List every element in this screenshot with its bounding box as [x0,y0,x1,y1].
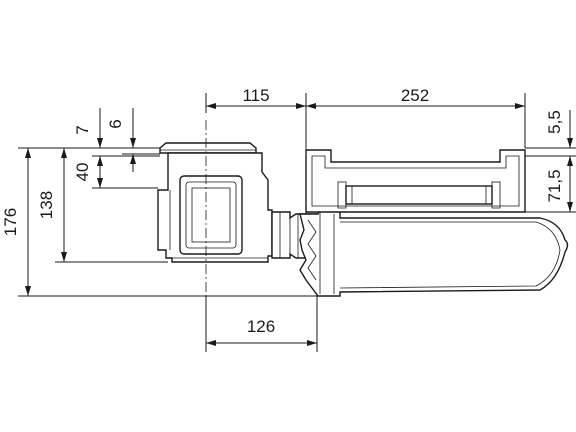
dim-label-71-5: 71,5 [545,169,564,202]
dimension-40: 40 [73,156,158,189]
dimension-6: 6 [106,108,160,172]
dimension-115: 115 [205,86,307,148]
dimension-176: 176 [1,147,318,297]
dim-label-176: 176 [1,208,20,236]
dim-label-138: 138 [37,191,56,219]
dim-label-126: 126 [247,317,275,336]
dimension-5-5: 5,5 [525,110,576,172]
dim-label-40: 40 [73,163,92,182]
dimension-138: 138 [37,148,168,263]
dim-label-252: 252 [401,86,429,105]
dimension-252: 252 [306,86,526,148]
drain-body [157,142,273,263]
dimension-7: 7 [73,108,160,157]
dimension-71-5: 71,5 [525,156,576,213]
dim-label-5-5: 5,5 [545,110,564,134]
dimension-126: 126 [205,296,318,352]
dim-label-7: 7 [73,125,92,134]
dim-label-6: 6 [106,119,125,128]
dim-label-115: 115 [242,86,269,105]
channel-frame [305,149,526,213]
siphon-pipe [299,209,569,297]
